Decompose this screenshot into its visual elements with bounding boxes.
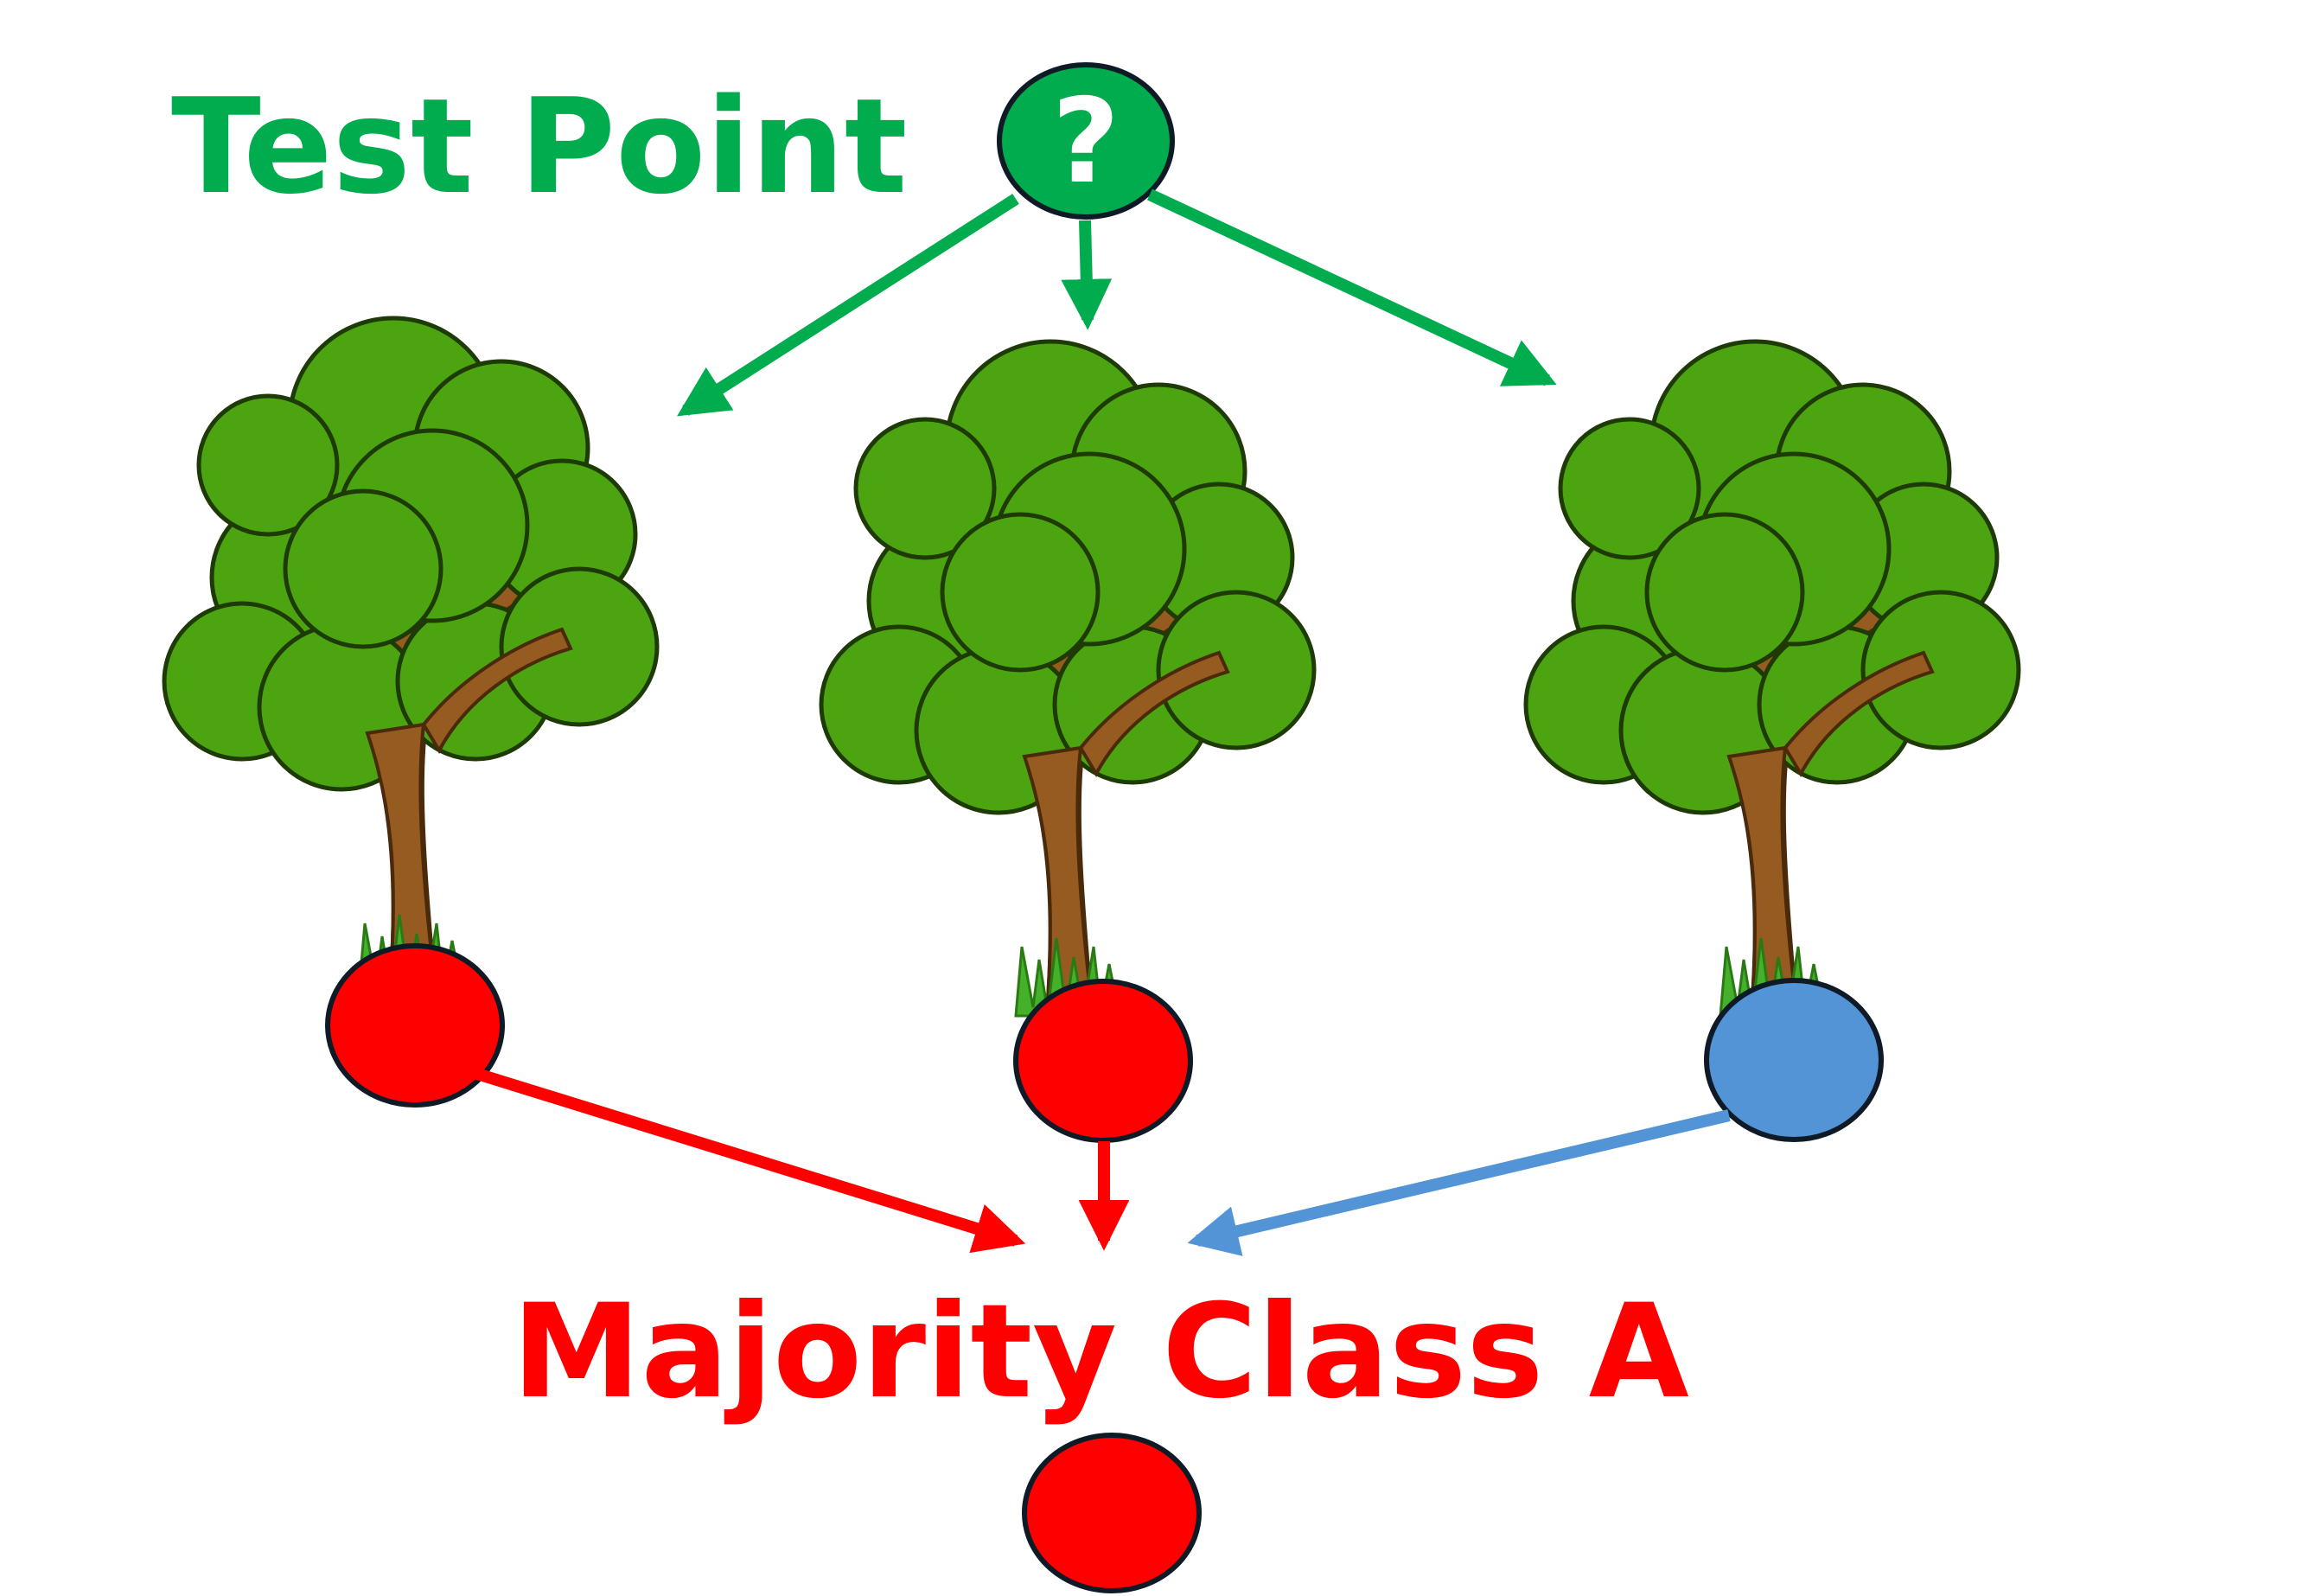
tree-1-prediction-class-a: [325, 943, 505, 1108]
arrow-tree-1-vote: [475, 1068, 1026, 1254]
arrow-tree-3-vote: [1187, 1109, 1731, 1256]
arrow-test-to-tree-3: [1147, 188, 1557, 386]
test-point-label: Test Point: [171, 70, 907, 223]
tree-3: [1526, 342, 2019, 1016]
tree-3-prediction-class-b: [1704, 978, 1884, 1142]
final-prediction-class-a: [1022, 1433, 1202, 1593]
tree-1: [164, 318, 657, 993]
tree-2-prediction-class-a: [1013, 979, 1193, 1143]
question-mark: ?: [1052, 73, 1120, 209]
majority-class-label: Majority Class A: [512, 1277, 1689, 1427]
tree-2: [821, 342, 1314, 1016]
arrow-test-to-tree-1: [677, 194, 1019, 417]
test-point-node: ?: [997, 62, 1175, 220]
arrow-test-to-tree-2: [1061, 220, 1113, 330]
